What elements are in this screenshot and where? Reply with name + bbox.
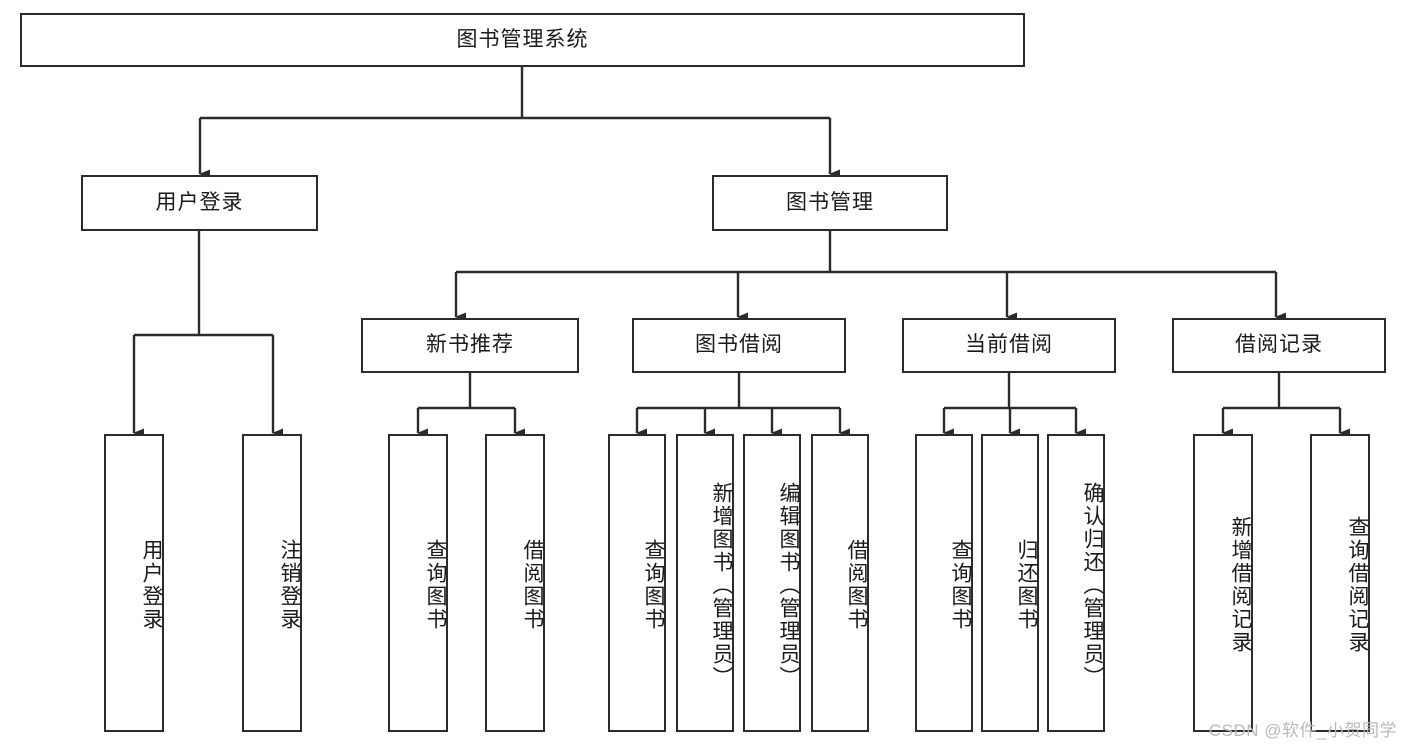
node-leaf-query-book-cur[interactable]: 查询图书 xyxy=(915,434,973,732)
node-label: 图书借阅 xyxy=(695,333,783,357)
node-label: 编辑图书（管理员） xyxy=(777,481,800,689)
node-book-borrow[interactable]: 图书借阅 xyxy=(632,318,846,373)
node-user-login[interactable]: 用户登录 xyxy=(81,175,318,231)
node-leaf-query-book-borrow[interactable]: 查询图书 xyxy=(608,434,666,732)
node-label: 查询图书 xyxy=(424,539,447,631)
node-leaf-user-login[interactable]: 用户登录 xyxy=(104,434,164,732)
node-label: 新书推荐 xyxy=(426,333,514,357)
node-label: 借阅图书 xyxy=(845,539,868,631)
node-label: 借阅记录 xyxy=(1235,333,1323,357)
node-leaf-query-record[interactable]: 查询借阅记录 xyxy=(1310,434,1370,732)
node-leaf-confirm-return[interactable]: 确认归还（管理员） xyxy=(1047,434,1105,732)
node-label: 借阅图书 xyxy=(521,539,544,631)
node-leaf-add-book[interactable]: 新增图书（管理员） xyxy=(676,434,734,732)
node-label: 查询借阅记录 xyxy=(1346,516,1369,654)
node-label: 新增借阅记录 xyxy=(1229,516,1252,654)
node-leaf-query-book-rec[interactable]: 查询图书 xyxy=(388,434,448,732)
node-leaf-add-record[interactable]: 新增借阅记录 xyxy=(1193,434,1253,732)
node-new-book-rec[interactable]: 新书推荐 xyxy=(361,318,579,373)
node-borrow-record[interactable]: 借阅记录 xyxy=(1172,318,1386,373)
node-label: 查询图书 xyxy=(949,539,972,631)
node-leaf-borrow-book[interactable]: 借阅图书 xyxy=(811,434,869,732)
node-label: 查询图书 xyxy=(642,539,665,631)
watermark-label: CSDN @软件_小贺同学 xyxy=(1208,721,1397,740)
node-label: 图书管理系统 xyxy=(456,27,589,51)
node-label: 注销登录 xyxy=(278,539,301,631)
node-leaf-return-book[interactable]: 归还图书 xyxy=(981,434,1039,732)
node-current-borrow[interactable]: 当前借阅 xyxy=(902,318,1116,373)
node-label: 用户登录 xyxy=(140,539,163,631)
node-book-manage[interactable]: 图书管理 xyxy=(712,175,948,231)
node-label: 归还图书 xyxy=(1015,539,1038,631)
node-label: 当前借阅 xyxy=(965,333,1053,357)
node-label: 用户登录 xyxy=(155,190,244,214)
node-root[interactable]: 图书管理系统 xyxy=(20,13,1025,67)
node-label: 确认归还（管理员） xyxy=(1081,481,1104,689)
node-leaf-logout[interactable]: 注销登录 xyxy=(242,434,302,732)
node-leaf-edit-book[interactable]: 编辑图书（管理员） xyxy=(743,434,801,732)
node-label: 新增图书（管理员） xyxy=(710,481,733,689)
node-leaf-borrow-book-rec[interactable]: 借阅图书 xyxy=(485,434,545,732)
node-label: 图书管理 xyxy=(786,190,874,214)
